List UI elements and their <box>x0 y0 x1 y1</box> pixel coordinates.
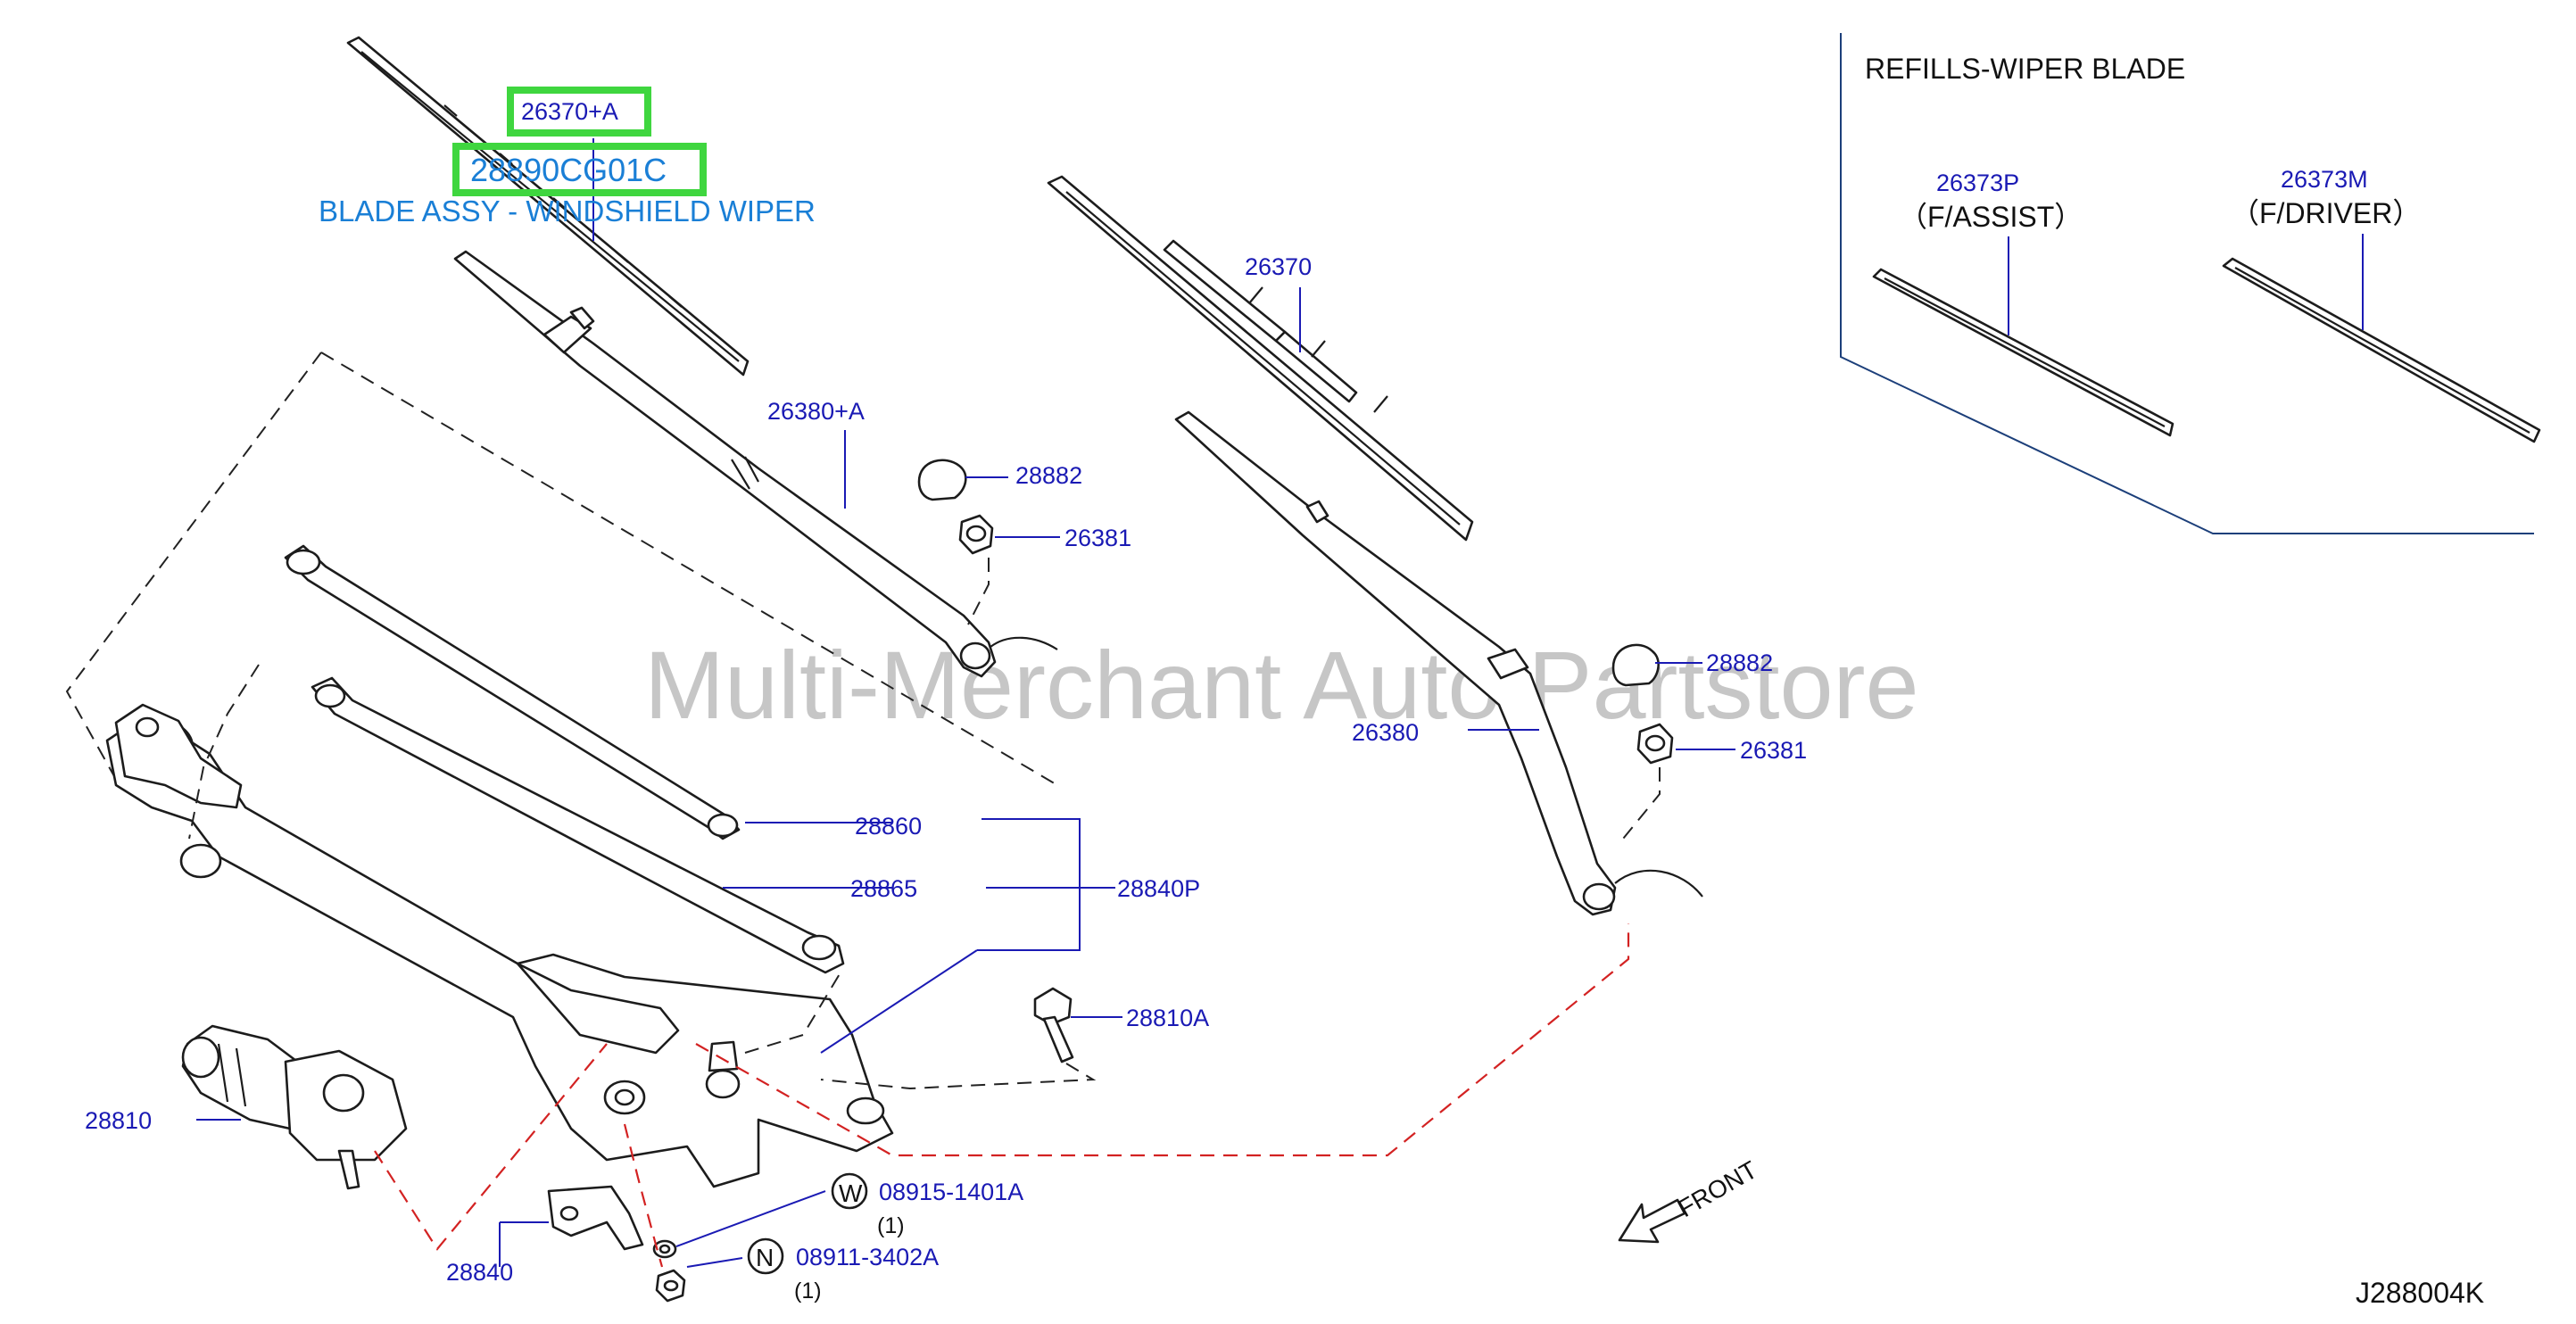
watermark: Multi-Merchant Auto Partstore <box>644 631 1919 739</box>
arm-right-26380[interactable] <box>1174 410 1703 916</box>
dash-left <box>65 352 322 777</box>
red-dash-motor <box>374 1043 608 1251</box>
nut-26381-right[interactable] <box>1619 723 1735 844</box>
label-28882-left[interactable]: 28882 <box>1015 462 1082 489</box>
label-28810A[interactable]: 28810A <box>1126 1005 1209 1031</box>
refills-box: REFILLS-WIPER BLADE 26373P （F/ASSIST） 26… <box>1840 33 2541 534</box>
front-label: FRONT <box>1674 1155 1762 1222</box>
label-28860[interactable]: 28860 <box>855 813 922 840</box>
link-rod-28860[interactable] <box>284 544 892 840</box>
blade-left-26370A[interactable] <box>346 36 750 377</box>
label-26373M[interactable]: 26373M <box>2281 166 2368 193</box>
dash-top <box>320 352 1058 786</box>
dash-pivot <box>188 664 260 840</box>
w-symbol: W <box>839 1179 863 1207</box>
label-26381-right[interactable]: 26381 <box>1740 737 1807 764</box>
label-08915-1401A[interactable]: 08915-1401A <box>879 1179 1023 1205</box>
nut-26381-left[interactable] <box>958 514 1060 625</box>
label-28840[interactable]: 28840 <box>446 1259 513 1286</box>
washer-08915[interactable]: W <box>652 1172 868 1259</box>
diagram-code: J288004K <box>2356 1277 2484 1309</box>
refills-box-border <box>1840 33 2534 534</box>
label-28810[interactable]: 28810 <box>85 1107 152 1134</box>
refills-title: REFILLS-WIPER BLADE <box>1865 53 2185 85</box>
qty-08911: (1) <box>794 1278 822 1303</box>
label-26380A[interactable]: 26380+A <box>767 398 865 425</box>
label-28840P[interactable]: 28840P <box>1117 875 1200 902</box>
label-26381-left[interactable]: 26381 <box>1064 525 1131 551</box>
refill-26373P[interactable]: 26373P （F/ASSIST） <box>1872 170 2174 437</box>
label-28865[interactable]: 28865 <box>850 875 917 902</box>
oem-part-number[interactable]: 28890CG01C <box>470 152 667 188</box>
nut-08911[interactable]: N <box>655 1237 784 1303</box>
label-26380[interactable]: 26380 <box>1352 719 1419 746</box>
bolt-28810A[interactable] <box>820 987 1122 1090</box>
n-symbol: N <box>756 1244 774 1271</box>
refill-26373M[interactable]: 26373M （F/DRIVER） <box>2222 166 2541 443</box>
highlight-part-number <box>452 143 707 196</box>
bracket-28840[interactable] <box>499 1185 644 1267</box>
blade-description: BLADE ASSY - WINDSHIELD WIPER <box>319 194 816 228</box>
red-dash-washer <box>623 1123 664 1268</box>
qty-08915: (1) <box>877 1213 905 1238</box>
label-26373P[interactable]: 26373P <box>1936 170 2019 196</box>
label-f-assist: （F/ASSIST） <box>1899 201 2083 233</box>
label-26370A[interactable]: 26370+A <box>521 98 618 125</box>
front-arrow: FRONT <box>1618 1155 1762 1244</box>
label-28882-right[interactable]: 28882 <box>1706 650 1773 676</box>
cap-28882-right[interactable] <box>1611 643 1702 687</box>
cap-28882-left[interactable] <box>917 459 1008 501</box>
pivot-housing-left[interactable] <box>114 703 243 809</box>
arm-left-26380A[interactable] <box>453 250 1058 678</box>
highlight-26370A <box>507 87 651 137</box>
arm-left-body[interactable] <box>453 250 997 678</box>
motor-28810[interactable] <box>181 1024 408 1190</box>
label-08911-3402A[interactable]: 08911-3402A <box>796 1244 939 1270</box>
blade-right-26370[interactable] <box>1047 175 1474 542</box>
label-26370[interactable]: 26370 <box>1245 253 1312 280</box>
label-f-driver: （F/DRIVER） <box>2231 197 2421 229</box>
red-dash-right-arm <box>695 923 1630 1157</box>
link-rod-28865[interactable] <box>311 676 892 974</box>
